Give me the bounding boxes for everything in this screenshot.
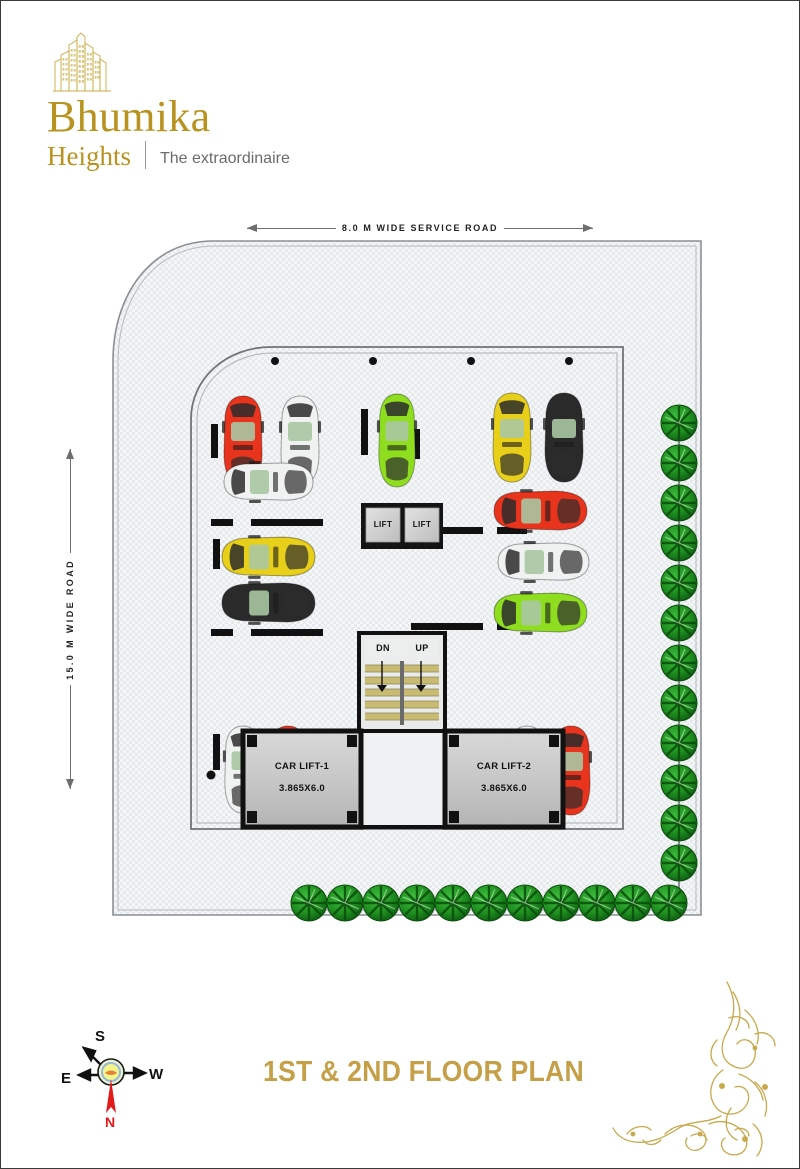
dimension-arrow-right	[504, 223, 593, 232]
structural-columns	[206, 357, 573, 780]
tree-row-right	[659, 403, 699, 897]
dimension-arrow-down	[65, 685, 74, 790]
dimension-left-label: 15.0 M WIDE ROAD	[65, 558, 75, 680]
compass-west-label: W	[149, 1066, 164, 1083]
compass-east-label: E	[61, 1070, 71, 1087]
floor-plan-drawing: LIFT LIFT DN UP CAR LIFT-1 3.865X6.0 CAR…	[93, 237, 705, 927]
lift-lobby	[361, 503, 443, 549]
brand-tagline: The extraordinaire	[160, 150, 290, 167]
brand-subname: Heights	[47, 141, 131, 171]
compass-rose: S W E N	[53, 1015, 173, 1130]
dimension-top-label: 8.0 M WIDE SERVICE ROAD	[341, 223, 499, 233]
brand-name: Bhumika	[47, 92, 211, 141]
dimension-top-service-road: 8.0 M WIDE SERVICE ROAD	[247, 215, 593, 241]
brand-divider	[145, 141, 146, 169]
brand-logo: Bhumika Heights The extraordinaire	[47, 31, 377, 170]
dimension-arrow-up	[65, 449, 74, 553]
compass-south-label: S	[95, 1028, 105, 1045]
dimension-left-road: 15.0 M WIDE ROAD	[57, 449, 83, 790]
compass-north-label: N	[105, 1114, 115, 1130]
corner-flourish-ornament	[605, 974, 791, 1164]
page-title: 1ST & 2ND FLOOR PLAN	[263, 1056, 584, 1088]
tree-row-bottom	[289, 883, 689, 923]
staircase-core	[357, 631, 447, 733]
dimension-arrow-left	[247, 223, 336, 232]
building-logo-icon	[53, 32, 111, 92]
car-lift-rooms	[240, 728, 566, 830]
parking-car-center	[376, 393, 418, 488]
